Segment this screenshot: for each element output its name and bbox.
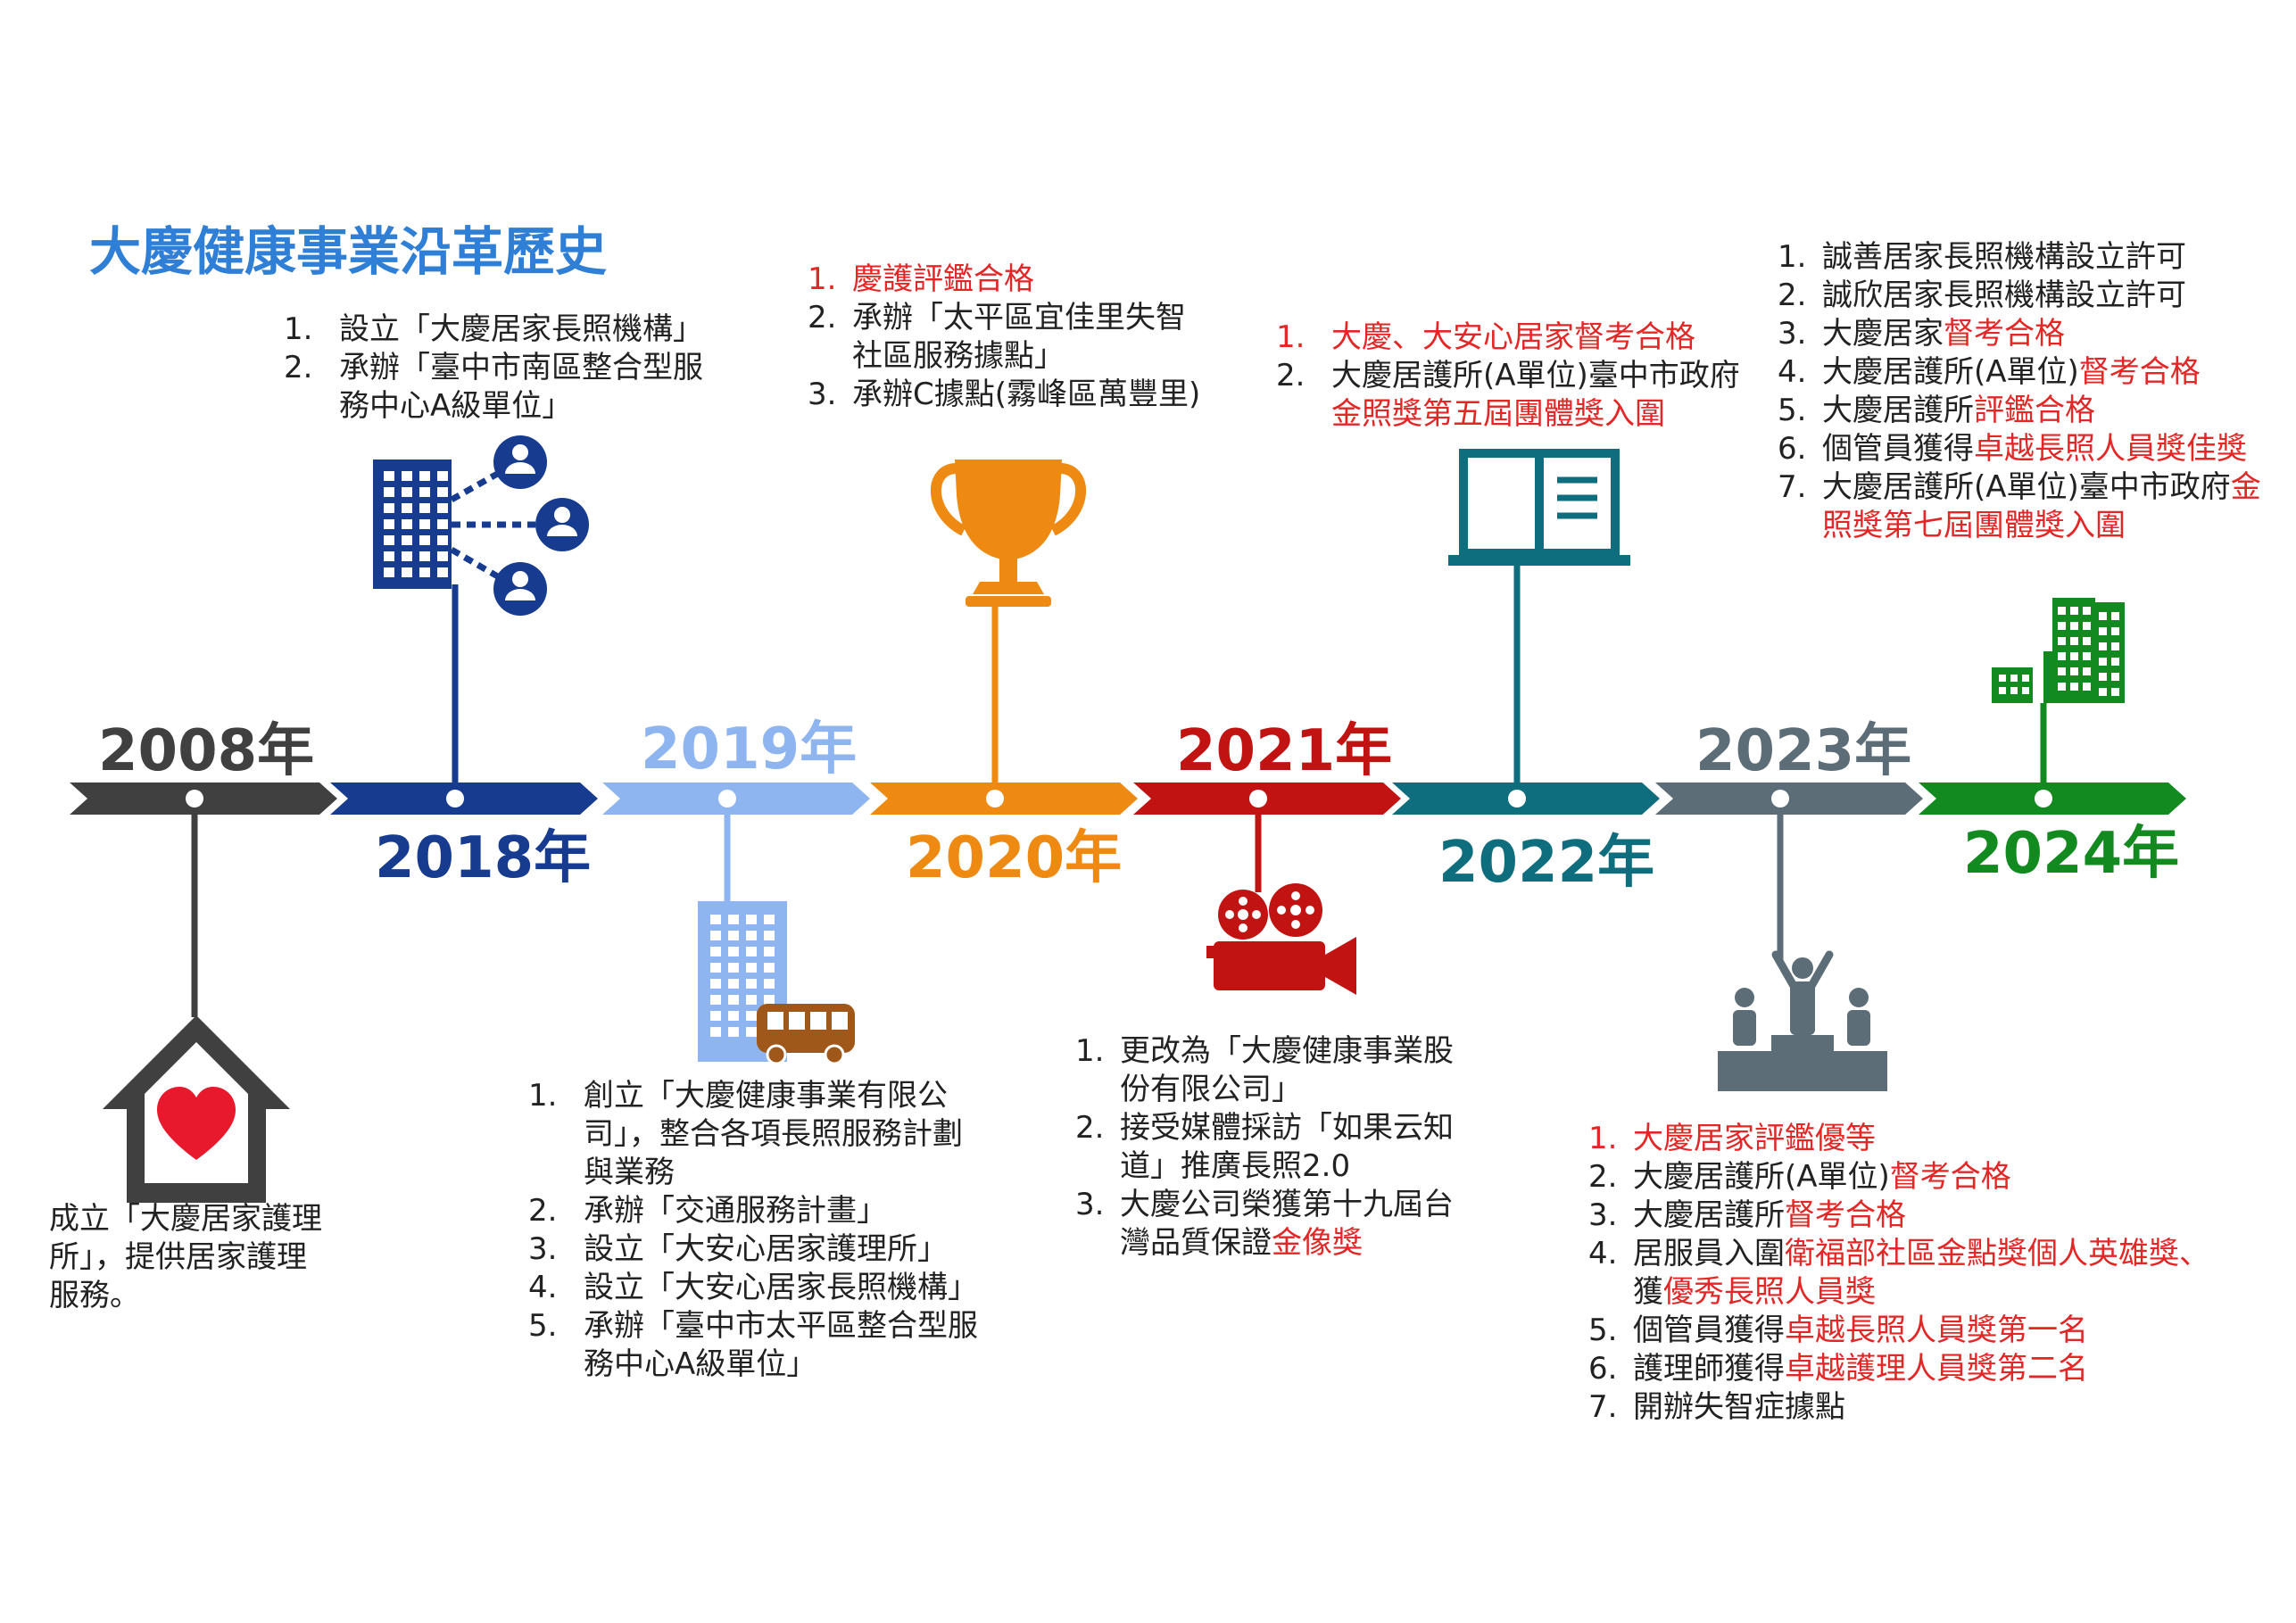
year-label-2022年: 2022年 <box>1438 830 1655 896</box>
timeline-bar <box>70 783 2186 815</box>
event-item: 3.大慶公司榮獲第十九屆台灣品質保證金像獎 <box>1075 1187 1454 1261</box>
house-heart-icon <box>103 1015 290 1203</box>
page-title: 大慶健康事業沿革歷史 <box>89 221 608 282</box>
event-item: 5.個管員獲得卓越長照人員獎第一名 <box>1588 1312 2088 1348</box>
timeline-dots <box>186 790 2052 807</box>
event-item: 3.設立「大安心居家護理所」 <box>528 1231 948 1267</box>
event-list-e2018: 1.設立「大慶居家長照機構」2.承辦「臺中市南區整合型服務中心A級單位」 <box>284 311 703 426</box>
timeline-dot <box>446 790 464 807</box>
event-item: 2.接受媒體採訪「如果云知道」推廣長照2.0 <box>1075 1110 1454 1184</box>
event-item: 1.設立「大慶居家長照機構」 <box>284 311 703 347</box>
event-item: 1. 誠善居家長照機構設立許可 <box>1778 239 2186 275</box>
office-bus-icon <box>698 901 855 1065</box>
year-label-2019年: 2019年 <box>641 716 858 783</box>
event-item: 4.大慶居護所(A單位)督考合格 <box>1778 354 2201 390</box>
year-label-2008年: 2008年 <box>98 718 315 784</box>
event-item: 2.大慶居護所(A單位)督考合格 <box>1588 1159 2011 1195</box>
year-label-2023年: 2023年 <box>1695 718 1912 784</box>
event-item: 1.大慶居家評鑑優等 <box>1588 1121 1876 1156</box>
film-camera-icon <box>1206 883 1356 995</box>
event-item: 6.個管員獲得卓越長照人員獎佳獎 <box>1778 431 2247 467</box>
year-label-2018年: 2018年 <box>375 825 592 891</box>
event-text-2008: 成立「大慶居家護理所」，提供居家護理服務。 <box>49 1201 322 1313</box>
year-label-2024年: 2024年 <box>1963 821 2180 887</box>
event-item: 1.更改為「大慶健康事業股份有限公司」 <box>1075 1033 1454 1107</box>
podium-icon <box>1718 950 1887 1091</box>
building-network-icon <box>373 435 589 616</box>
event-item: 2.承辦「太平區宜佳里失智社區服務據點」 <box>808 300 1186 374</box>
event-item: 3.大慶居護所督考合格 <box>1588 1197 1906 1233</box>
timeline-dot <box>718 790 736 807</box>
timeline-dot <box>1249 790 1267 807</box>
event-item: 5.承辦「臺中市太平區整合型服務中心A級單位」 <box>528 1308 978 1382</box>
event-item: 5.大慶居護所評鑑合格 <box>1778 393 2095 428</box>
event-item: 2.承辦「臺中市南區整合型服務中心A級單位」 <box>284 350 703 424</box>
event-item: 1.慶護評鑑合格 <box>808 261 1034 297</box>
timeline-dot <box>986 790 1004 807</box>
event-item: 4.設立「大安心居家長照機構」 <box>528 1270 978 1305</box>
year-label-2020年: 2020年 <box>906 825 1123 891</box>
event-item: 7.大慶居護所(A單位)臺中市政府金照獎第七屆團體獎入圍 <box>1778 469 2261 543</box>
event-item: 4.居服員入圍衛福部社區金點獎個人英雄獎、獲優秀長照人員獎 <box>1588 1236 2209 1310</box>
event-list-e2021: 1.更改為「大慶健康事業股份有限公司」2.接受媒體採訪「如果云知道」推廣長照2.… <box>1075 1032 1454 1263</box>
connector-stems <box>191 566 2047 1017</box>
year-label-2021年: 2021年 <box>1176 718 1393 784</box>
event-item: 2.承辦「交通服務計畫」 <box>528 1193 887 1229</box>
timeline-dot <box>2035 790 2052 807</box>
event-item: 1.創立「大慶健康事業有限公司」，整合各項長照服務計劃與業務 <box>528 1078 963 1190</box>
event-item: 3.大慶居家督考合格 <box>1778 316 2065 352</box>
event-item: 2. 誠欣居家長照機構設立許可 <box>1778 277 2186 313</box>
timeline-dot <box>186 790 203 807</box>
event-item: 3.承辦C據點(霧峰區萬豐里) <box>808 377 1201 412</box>
event-item: 6.護理師獲得卓越護理人員獎第二名 <box>1588 1351 2088 1387</box>
city-buildings-icon <box>1992 598 2125 703</box>
timeline-dot <box>1508 790 1526 807</box>
event-item: 2.大慶居護所(A單位)臺中市政府金照獎第五屆團體獎入圍 <box>1276 358 1740 432</box>
timeline-dot <box>1771 790 1789 807</box>
book-icon <box>1448 449 1630 566</box>
event-item: 1.大慶、大安心居家督考合格 <box>1276 319 1695 355</box>
event-item: 7.開辦失智症據點 <box>1588 1389 1845 1425</box>
trophy-icon <box>931 460 1086 607</box>
